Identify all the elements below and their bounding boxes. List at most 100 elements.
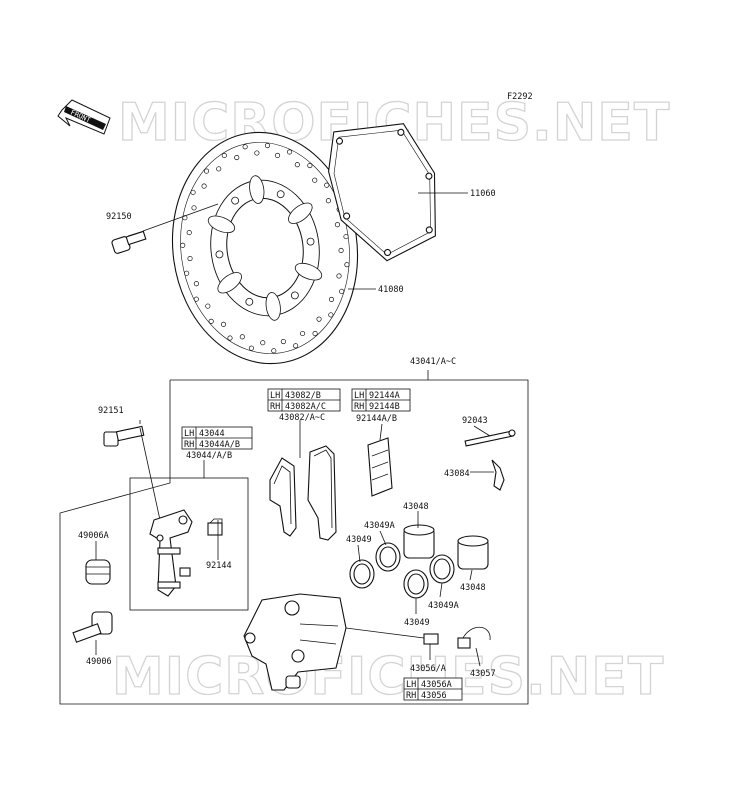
- disc-vent-hole: [242, 144, 248, 150]
- disc-vent-hole: [324, 182, 330, 188]
- disc-vent-hole: [287, 149, 293, 155]
- disc-vent-hole: [187, 255, 193, 262]
- callout-43049-bottom: 43049: [404, 618, 430, 628]
- disc-vent-hole: [339, 288, 345, 294]
- box-43082-rh-part: 43082A/C: [285, 402, 326, 412]
- callout-43048-top: 43048: [403, 502, 429, 512]
- callout-43049a-top: 43049A: [364, 521, 395, 531]
- piston-seals: [349, 542, 455, 599]
- disc-vent-hole: [205, 303, 211, 309]
- bracket-bolt: [103, 425, 145, 447]
- disc-vent-hole: [328, 296, 335, 302]
- box-43056-rh-part: 43056: [421, 691, 447, 701]
- disc-vent-hole: [193, 281, 199, 287]
- callout-43049-top: 43049: [346, 535, 372, 545]
- disc-vent-hole: [216, 166, 222, 172]
- disc-gasket: [328, 123, 436, 262]
- disc-bolt-hole: [276, 190, 285, 199]
- callout-43057: 43057: [470, 669, 496, 679]
- box-43082-lh-side: LH: [270, 391, 280, 401]
- callout-43048-bottom: 43048: [460, 583, 486, 593]
- disc-vent-hole: [328, 312, 334, 318]
- box-92144: LH 92144A RH 92144B: [351, 388, 411, 412]
- disc-carrier-slot: [217, 272, 242, 294]
- callout-49006a: 49006A: [78, 531, 109, 541]
- pad-spring: [207, 518, 223, 536]
- box-92144-lh-side: LH: [354, 391, 364, 401]
- disc-vent-hole: [312, 177, 318, 183]
- box-43082: LH 43082/B RH 43082A/C: [267, 388, 341, 412]
- callout-43049a-bottom: 43049A: [428, 601, 459, 611]
- disc-vent-hole: [312, 331, 318, 337]
- disc-bolt-hole: [290, 291, 299, 300]
- disc-carrier-slot: [294, 262, 323, 281]
- caliper-bracket: [149, 509, 193, 597]
- callout-43041: 43041/A~C: [410, 357, 456, 367]
- disc-vent-hole: [239, 334, 245, 340]
- callout-41080: 41080: [378, 285, 404, 295]
- box-43044-rh-side: RH: [184, 440, 194, 450]
- callout-92151: 92151: [98, 406, 124, 416]
- callout-43056: 43056/A: [410, 664, 446, 674]
- disc-carrier-slot: [265, 292, 281, 321]
- callout-43044: 43044/A/B: [186, 451, 232, 461]
- disc-bolt-hole: [306, 237, 315, 246]
- callout-92144ab: 92144A/B: [356, 414, 397, 424]
- disc-vent-hole: [274, 152, 281, 159]
- disc-vent-hole: [180, 242, 186, 248]
- disc-vent-hole: [190, 189, 196, 195]
- box-43044-lh-side: LH: [184, 429, 194, 439]
- disc-vent-hole: [260, 340, 266, 346]
- watermark-top: MICROFICHES.NET: [118, 93, 670, 153]
- disc-vent-hole: [208, 318, 214, 324]
- brake-pads: [269, 445, 337, 541]
- box-43056-lh-side: LH: [406, 680, 416, 690]
- box-43044-rh-part: 43044A/B: [199, 440, 240, 450]
- disc-vent-hole: [344, 262, 350, 268]
- disc-vent-hole: [191, 205, 197, 211]
- callout-92144: 92144: [206, 561, 232, 571]
- disc-bolt: [111, 230, 147, 254]
- callout-92043: 92043: [462, 416, 488, 426]
- brake-disc: [171, 131, 359, 365]
- watermark-bottom: MICROFICHES.NET: [112, 647, 664, 707]
- disc-vent-hole: [248, 345, 254, 351]
- disc-carrier-slot: [207, 215, 236, 234]
- disc-bolt-hole: [231, 196, 240, 205]
- disc-vent-hole: [325, 198, 331, 204]
- callout-11060: 11060: [470, 189, 496, 199]
- disc-vent-hole: [307, 163, 313, 169]
- disc-carrier-slot: [288, 202, 313, 224]
- box-43082-lh-part: 43082/B: [285, 391, 321, 401]
- callout-43082: 43082/A~C: [279, 413, 325, 423]
- figure-code: F2292: [507, 92, 533, 102]
- box-92144-rh-side: RH: [354, 402, 364, 412]
- disc-vent-hole: [338, 247, 344, 253]
- pistons: [403, 524, 489, 570]
- box-43082-rh-side: RH: [270, 402, 280, 412]
- box-43056: LH 43056A RH 43056: [403, 677, 463, 701]
- disc-vent-hole: [271, 348, 277, 354]
- callout-43084: 43084: [444, 469, 470, 479]
- slide-pin: [72, 611, 113, 643]
- disc-vent-hole: [293, 343, 299, 349]
- disc-vent-hole: [227, 335, 233, 341]
- bleeder-cap: [457, 626, 491, 649]
- callout-92150: 92150: [106, 212, 132, 222]
- disc-vent-hole: [184, 270, 190, 276]
- box-43044: LH 43044 RH 43044A/B: [181, 426, 253, 450]
- disc-bolt-hole: [245, 297, 254, 306]
- disc-vent-hole: [186, 230, 192, 236]
- disc-vent-hole: [201, 183, 207, 189]
- disc-vent-hole: [336, 273, 342, 279]
- disc-vent-hole: [234, 155, 240, 161]
- disc-vent-hole: [193, 296, 199, 302]
- front-arrow-icon: FRONT: [57, 99, 111, 135]
- disc-carrier-slot: [249, 175, 265, 204]
- box-92144-lh-part: 92144A: [369, 391, 400, 401]
- caliper-body: [243, 593, 347, 691]
- callout-49006: 49006: [86, 657, 112, 667]
- pin-clip: [491, 459, 505, 491]
- disc-vent-hole: [203, 168, 210, 174]
